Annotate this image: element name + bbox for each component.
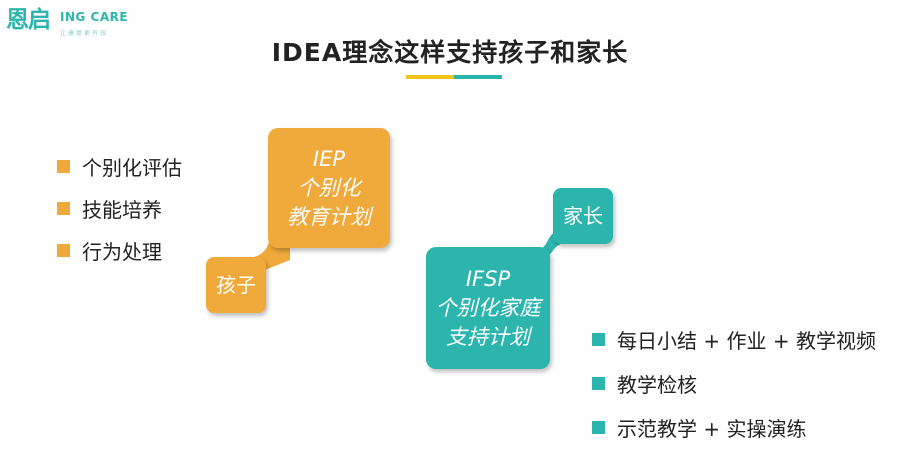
iep-box: IEP 个别化 教育计划 bbox=[268, 128, 390, 248]
list-item: 个别化评估 bbox=[57, 145, 182, 187]
brand-logo: 恩启 ING CARE 让康复更有效 bbox=[6, 6, 146, 40]
logo-name: ING CARE bbox=[60, 10, 129, 24]
iep-line3: 教育计划 bbox=[287, 204, 371, 229]
list-item: 技能培养 bbox=[57, 187, 182, 229]
logo-mark: 恩启 bbox=[6, 7, 51, 33]
child-label: 孩子 bbox=[216, 272, 256, 297]
parent-label: 家长 bbox=[563, 203, 603, 228]
underline-yellow-segment bbox=[406, 75, 454, 79]
list-item: 示范教学 + 实操演练 bbox=[592, 405, 876, 449]
child-goals-list: 个别化评估 技能培养 行为处理 bbox=[57, 145, 182, 271]
logo-tagline: 让康复更有效 bbox=[60, 30, 109, 37]
iep-acronym: IEP bbox=[312, 146, 346, 171]
bullet-square-icon bbox=[57, 159, 70, 173]
parent-box: 家长 bbox=[553, 188, 613, 244]
underline-teal-segment bbox=[454, 75, 502, 79]
bullet-square-icon bbox=[57, 243, 70, 257]
parent-supports-list: 每日小结 + 作业 + 教学视频 教学检核 示范教学 + 实操演练 bbox=[592, 317, 876, 449]
child-box: 孩子 bbox=[206, 257, 266, 313]
list-item-label: 示范教学 + 实操演练 bbox=[617, 416, 807, 441]
list-item-label: 个别化评估 bbox=[82, 155, 182, 180]
list-item-label: 行为处理 bbox=[82, 239, 162, 264]
page-title: IDEA理念这样支持孩子和家长 bbox=[271, 38, 629, 67]
ifsp-acronym: IFSP bbox=[465, 266, 511, 291]
list-item: 教学检核 bbox=[592, 361, 876, 405]
list-item: 每日小结 + 作业 + 教学视频 bbox=[592, 317, 876, 361]
bullet-square-icon bbox=[592, 420, 605, 434]
list-item-label: 每日小结 + 作业 + 教学视频 bbox=[617, 328, 876, 353]
list-item: 行为处理 bbox=[57, 229, 182, 271]
bullet-square-icon bbox=[57, 201, 70, 215]
ifsp-line3: 支持计划 bbox=[446, 324, 530, 349]
title-underline bbox=[406, 75, 502, 79]
list-item-label: 教学检核 bbox=[617, 372, 697, 397]
ifsp-box: IFSP 个别化家庭 支持计划 bbox=[426, 247, 550, 369]
ifsp-line2: 个别化家庭 bbox=[435, 295, 541, 320]
bullet-square-icon bbox=[592, 376, 605, 390]
iep-line2: 个别化 bbox=[297, 175, 361, 200]
list-item-label: 技能培养 bbox=[82, 197, 162, 222]
bullet-square-icon bbox=[592, 332, 605, 346]
